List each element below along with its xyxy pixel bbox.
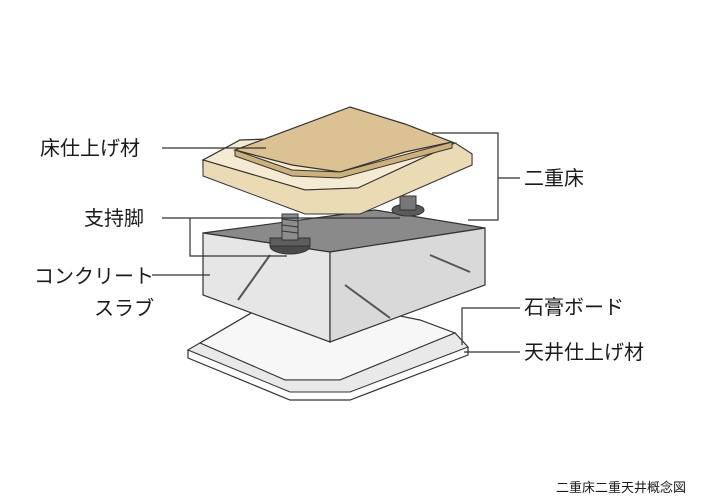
support-leg-back [391, 195, 425, 217]
double-floor-label: 二重床 [524, 166, 584, 190]
gypsum-board-label: 石膏ボード [524, 295, 624, 319]
gypsum-board-leader [461, 307, 520, 345]
support-leg-front [269, 213, 311, 255]
leader-lines [152, 132, 520, 353]
double-floor-bracket [432, 132, 520, 221]
support-leg-leader [162, 217, 400, 257]
support-legs [269, 195, 425, 255]
concrete-slab-label-line1: コンクリート [34, 264, 154, 288]
support-leg-label: 支持脚 [84, 206, 144, 230]
floor-finish-label: 床仕上げ材 [40, 136, 140, 160]
ceiling-finish-label: 天井仕上げ材 [524, 340, 644, 364]
diagram-caption: 二重床二重天井概念図 [556, 481, 687, 496]
floor-finish-panel [233, 106, 455, 179]
concrete-slab-label-line2: スラブ [94, 296, 154, 320]
